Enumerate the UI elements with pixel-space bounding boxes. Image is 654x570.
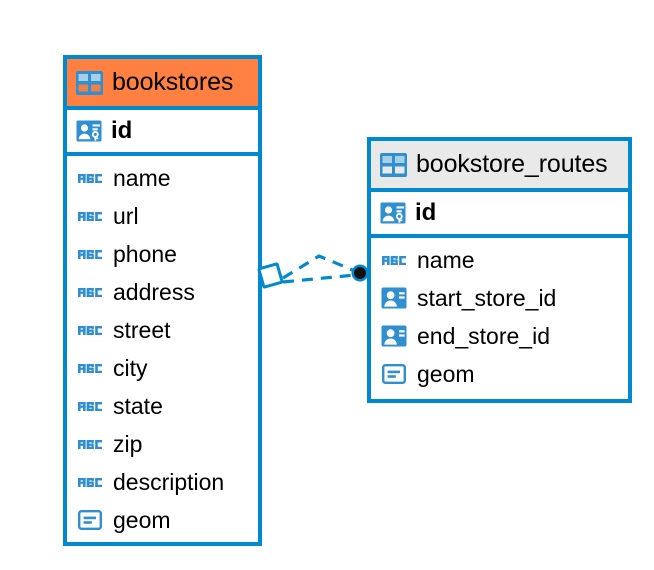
text-type-icon: [77, 241, 103, 267]
column-list-bookstores: name: [67, 156, 258, 539]
column-label: description: [113, 468, 225, 495]
foreign-key-icon: [381, 323, 407, 349]
table-icon: [380, 152, 407, 177]
column-label: geom: [417, 360, 475, 387]
geometry-type-icon: [77, 507, 103, 533]
column-label: street: [113, 316, 171, 343]
column-label: phone: [113, 240, 177, 267]
relationship-target-endpoint: [351, 264, 369, 282]
column-row-address[interactable]: address: [67, 273, 258, 311]
column-label: start_store_id: [417, 284, 557, 311]
text-type-icon: [77, 203, 103, 229]
column-row-street[interactable]: street: [67, 311, 258, 349]
column-row-name[interactable]: name: [371, 241, 628, 279]
column-label: name: [417, 246, 475, 273]
text-type-icon: [77, 279, 103, 305]
column-list-bookstore-routes: name start_store_id: [371, 238, 628, 393]
column-row-start-store-id[interactable]: start_store_id: [371, 279, 628, 317]
table-icon: [76, 70, 103, 95]
column-row-zip[interactable]: zip: [67, 425, 258, 463]
entity-title: bookstores: [112, 68, 234, 96]
entity-table-bookstore-routes[interactable]: bookstore_routes id: [367, 137, 632, 403]
text-type-icon: [77, 317, 103, 343]
foreign-key-icon: [381, 285, 407, 311]
text-type-icon: [77, 355, 103, 381]
column-row-url[interactable]: url: [67, 197, 258, 235]
column-row-geom[interactable]: geom: [371, 355, 628, 393]
relationship-line-lower: [282, 273, 356, 284]
primary-key-icon: [380, 200, 406, 226]
column-label: url: [113, 202, 139, 229]
relationship-line-upper: [282, 254, 356, 280]
geometry-type-icon: [381, 361, 407, 387]
column-label: geom: [113, 506, 171, 533]
column-row-end-store-id[interactable]: end_store_id: [371, 317, 628, 355]
column-row-state[interactable]: state: [67, 387, 258, 425]
column-label: end_store_id: [417, 322, 550, 349]
column-label: state: [113, 392, 163, 419]
column-row-primary-key[interactable]: id: [67, 110, 258, 156]
column-label: id: [111, 117, 133, 144]
column-row-name[interactable]: name: [67, 159, 258, 197]
column-label: zip: [113, 430, 143, 457]
column-row-phone[interactable]: phone: [67, 235, 258, 273]
text-type-icon: [381, 247, 407, 273]
text-type-icon: [77, 431, 103, 457]
column-row-city[interactable]: city: [67, 349, 258, 387]
entity-header-bookstores[interactable]: bookstores: [67, 59, 258, 110]
entity-table-bookstores[interactable]: bookstores id: [63, 55, 262, 546]
entity-header-bookstore-routes[interactable]: bookstore_routes: [371, 141, 628, 192]
text-type-icon: [77, 393, 103, 419]
entity-title: bookstore_routes: [416, 150, 608, 178]
text-type-icon: [77, 469, 103, 495]
primary-key-icon: [76, 118, 102, 144]
column-row-primary-key[interactable]: id: [371, 192, 628, 238]
column-row-geom[interactable]: geom: [67, 501, 258, 539]
column-label: name: [113, 164, 171, 191]
relationship-source-endpoint: [257, 262, 284, 289]
column-label: id: [415, 199, 437, 226]
text-type-icon: [77, 165, 103, 191]
relationship-connector[interactable]: [255, 238, 380, 312]
column-row-description[interactable]: description: [67, 463, 258, 501]
column-label: city: [113, 354, 148, 381]
column-label: address: [113, 278, 195, 305]
